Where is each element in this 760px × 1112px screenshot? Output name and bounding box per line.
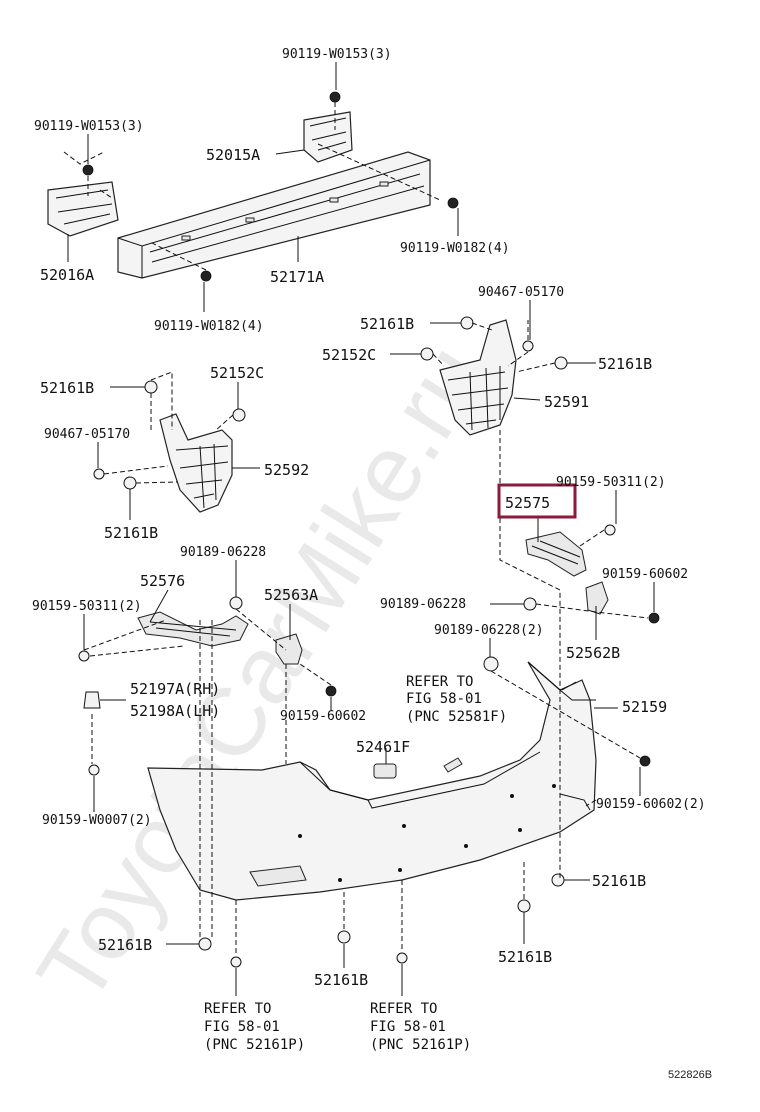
part-label[interactable]: 52159 (622, 698, 667, 716)
bolt-icon[interactable] (82, 164, 94, 176)
bolt-icon[interactable] (200, 270, 212, 282)
nut-icon[interactable] (523, 597, 537, 611)
part-label[interactable]: 90119-W0182(4) (154, 319, 264, 334)
reference-line: REFER TO (204, 1001, 271, 1017)
bumper-bracket-right-part[interactable] (303, 111, 353, 163)
reference-line: FIG 58-01 (406, 691, 482, 707)
part-label[interactable]: 90159-60602 (280, 709, 366, 724)
bumper-bracket-left-part[interactable] (47, 181, 119, 237)
assembly-lines (63, 102, 649, 956)
screw-icon[interactable] (604, 524, 616, 536)
clip-bracket-right-part[interactable] (585, 581, 609, 615)
part-label[interactable]: 52171A (270, 268, 324, 286)
clip-icon[interactable] (123, 476, 137, 490)
highlight-box (497, 483, 577, 519)
nut-icon[interactable] (483, 656, 499, 672)
clip-icon[interactable] (517, 899, 531, 913)
reference-line: (PNC 52161P) (204, 1037, 305, 1053)
support-bracket-left-part[interactable] (137, 611, 249, 647)
part-label[interactable]: 52592 (264, 461, 309, 479)
nut-icon[interactable] (229, 596, 243, 610)
support-bracket-right-part[interactable] (525, 531, 587, 577)
part-label[interactable]: 52152C (322, 346, 376, 364)
bolt-icon[interactable] (639, 755, 651, 767)
part-label[interactable]: 52161B (104, 524, 158, 542)
clip-icon[interactable] (83, 691, 101, 709)
reinforcement-beam-part[interactable] (117, 151, 431, 279)
part-label[interactable]: 52562B (566, 644, 620, 662)
part-label[interactable]: 52461F (356, 738, 410, 756)
rivet-icon[interactable] (230, 956, 242, 968)
rivet-icon[interactable] (396, 952, 408, 964)
part-label[interactable]: 90159-60602 (602, 567, 688, 582)
reference-line: (PNC 52161P) (370, 1037, 471, 1053)
reference-note-52161p-left[interactable]: REFER TO FIG 58-01 (PNC 52161P) (204, 1001, 305, 1053)
bolt-icon[interactable] (648, 612, 660, 624)
part-label[interactable]: 52152C (210, 364, 264, 382)
clip-icon[interactable] (232, 408, 246, 422)
screw-icon[interactable] (93, 468, 105, 480)
clip-icon[interactable] (554, 356, 568, 370)
part-label[interactable]: 52161B (98, 936, 152, 954)
screw-icon[interactable] (522, 340, 534, 352)
clip-icon[interactable] (198, 937, 212, 951)
reference-line: FIG 58-01 (370, 1019, 446, 1035)
part-label[interactable]: 90189-06228 (380, 597, 466, 612)
reference-line: (PNC 52581F) (406, 709, 507, 725)
part-label[interactable]: 90189-06228(2) (434, 623, 544, 638)
part-label[interactable]: 52198A(LH) (130, 702, 220, 720)
clip-icon[interactable] (337, 930, 351, 944)
part-label[interactable]: 52161B (498, 948, 552, 966)
part-label[interactable]: 52161B (360, 315, 414, 333)
part-label[interactable]: 90159-50311(2) (556, 475, 666, 490)
part-label[interactable]: 52015A (206, 146, 260, 164)
bolt-icon[interactable] (447, 197, 459, 209)
leader-lines (67, 62, 655, 996)
reference-line: REFER TO (406, 674, 473, 690)
reflector-part[interactable] (373, 763, 397, 779)
part-label[interactable]: 52161B (314, 971, 368, 989)
reference-line: FIG 58-01 (204, 1019, 280, 1035)
clip-bracket-left-part[interactable] (275, 633, 303, 665)
clip-icon[interactable] (144, 380, 158, 394)
part-label[interactable]: 90467-05170 (44, 427, 130, 442)
part-label[interactable]: 52591 (544, 393, 589, 411)
part-label[interactable]: 52161B (598, 355, 652, 373)
part-label[interactable]: 52197A(RH) (130, 680, 220, 698)
part-label[interactable]: 90159-60602(2) (596, 797, 706, 812)
part-label[interactable]: 52016A (40, 266, 94, 284)
part-label[interactable]: 52161B (592, 872, 646, 890)
reference-line: REFER TO (370, 1001, 437, 1017)
bolt-icon[interactable] (329, 91, 341, 103)
part-label[interactable]: 90189-06228 (180, 545, 266, 560)
diagram-id: 522826B (668, 1069, 712, 1081)
part-label[interactable]: 52576 (140, 572, 185, 590)
bolt-icon[interactable] (325, 685, 337, 697)
part-label[interactable]: 90119-W0153(3) (282, 47, 392, 62)
reference-note-52161p-right[interactable]: REFER TO FIG 58-01 (PNC 52161P) (370, 1001, 471, 1053)
clip-icon[interactable] (420, 347, 434, 361)
part-label[interactable]: 90467-05170 (478, 285, 564, 300)
part-label[interactable]: 52563A (264, 586, 318, 604)
pad-part (443, 757, 463, 773)
side-retainer-right-part[interactable] (439, 319, 517, 436)
screw-icon[interactable] (78, 650, 90, 662)
clip-icon[interactable] (460, 316, 474, 330)
part-label[interactable]: 90119-W0153(3) (34, 119, 144, 134)
reference-note-52581f[interactable]: REFER TO FIG 58-01 (PNC 52581F) (406, 674, 507, 725)
part-label[interactable]: 90119-W0182(4) (400, 241, 510, 256)
fasteners (78, 91, 660, 968)
side-retainer-left-part[interactable] (159, 413, 233, 513)
part-label[interactable]: 90159-W0007(2) (42, 813, 152, 828)
part-labels: 90119-W0153(3) 90119-W0153(3) 52015A 520… (32, 47, 706, 989)
clip-icon[interactable] (551, 873, 565, 887)
rivet-icon[interactable] (88, 764, 100, 776)
part-label[interactable]: 52161B (40, 379, 94, 397)
part-label-highlighted[interactable]: 52575 (505, 494, 550, 512)
part-label[interactable]: 90159-50311(2) (32, 599, 142, 614)
